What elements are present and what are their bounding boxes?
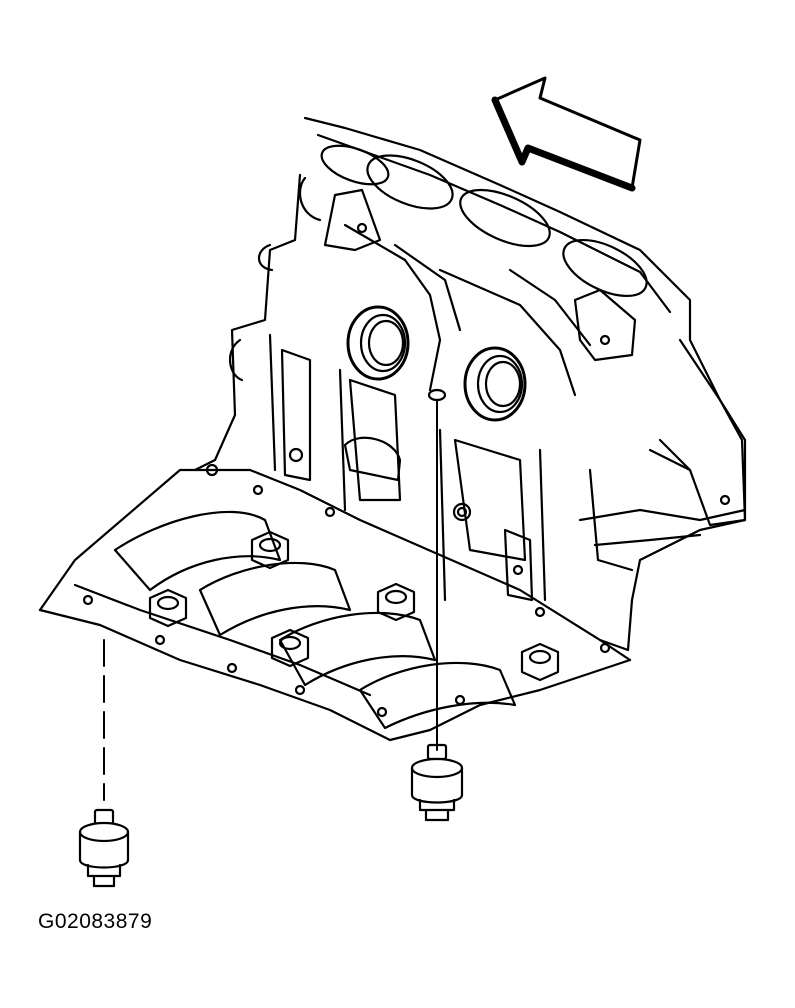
cam-bore-left: [346, 305, 410, 381]
engine-block-underside: [38, 116, 747, 742]
figure-id-label: G02083879: [38, 910, 153, 933]
cam-bore-right: [463, 346, 527, 422]
knock-sensor-left: [78, 808, 130, 888]
main-cap-bolt: [270, 628, 310, 668]
main-cap-bolt: [148, 588, 188, 628]
main-cap-bolt: [376, 582, 416, 622]
sensor-mount-hole: [427, 388, 447, 402]
knock-sensor-right: [410, 743, 464, 822]
main-cap-bolt: [250, 530, 290, 570]
main-cap-bolt: [520, 642, 560, 682]
front-direction-arrow-icon: [491, 76, 642, 192]
